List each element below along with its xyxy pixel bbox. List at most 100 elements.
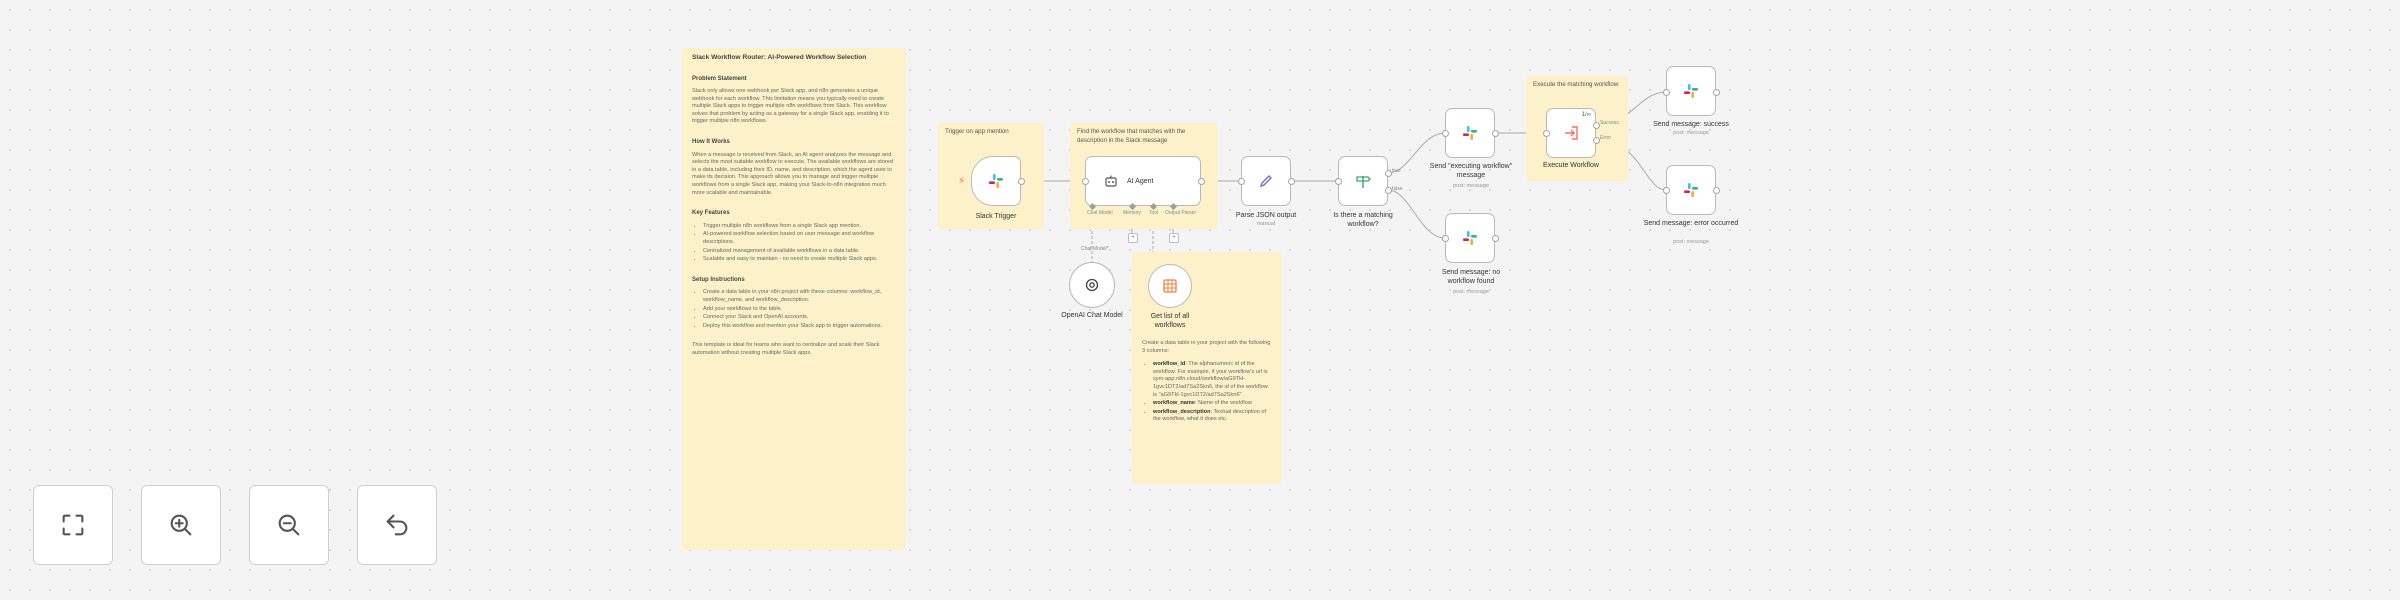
node-if-matching-workflow[interactable]	[1338, 156, 1388, 206]
sticky-note-text: Trigger on app mention	[945, 128, 1009, 135]
input-port[interactable]	[1442, 130, 1449, 137]
output-port[interactable]	[1492, 130, 1499, 137]
list-item: Scalable and easy to maintain - no need …	[703, 256, 896, 264]
port-label-chat-model-required: Chat Model*	[1081, 246, 1109, 252]
slack-logo-icon	[1463, 231, 1477, 245]
node-get-workflows-table[interactable]	[1148, 264, 1192, 308]
note-problem-text: Slack only allows one webhook per Slack …	[692, 88, 889, 125]
list-item: AI-powered workflow selection based on u…	[703, 231, 896, 246]
list-item: Connect your Slack and OpenAI accounts.	[703, 314, 896, 322]
node-subtitle: post: message	[1673, 239, 1709, 245]
list-item: Create a data table in your n8n project …	[703, 289, 896, 304]
port-label-output-parser: Output Parser	[1165, 210, 1197, 216]
zoom-in-button[interactable]	[141, 485, 221, 565]
input-port[interactable]	[1442, 235, 1449, 242]
undo-button[interactable]	[357, 485, 437, 565]
output-port[interactable]	[1198, 178, 1205, 185]
list-item: workflow_name: Name of the workflow	[1153, 400, 1272, 408]
node-label: AI Agent	[1127, 177, 1154, 185]
input-port[interactable]	[1238, 178, 1245, 185]
zoom-out-button[interactable]	[249, 485, 329, 565]
list-item: workflow_id: The alphanumeric id of the …	[1153, 361, 1272, 399]
note-how-text: When a message is received from Slack, a…	[692, 151, 894, 196]
slack-logo-icon	[1463, 126, 1477, 140]
output-port[interactable]	[1492, 235, 1499, 242]
node-subtitle: manual	[1256, 221, 1276, 227]
note-how-heading: How It Works	[692, 139, 730, 146]
port-label-true: true	[1392, 168, 1401, 174]
sticky-note-text: Find the workflow that matches with the …	[1077, 128, 1186, 144]
slack-logo-icon	[989, 174, 1003, 188]
table-grid-icon	[1163, 279, 1177, 293]
port-label-chat-model: Chat Model	[1087, 210, 1113, 216]
error-output-port[interactable]	[1593, 137, 1600, 144]
input-port[interactable]	[1335, 178, 1342, 185]
zoom-in-icon	[170, 514, 192, 536]
add-output-parser-button[interactable]: +	[1169, 233, 1179, 243]
execution-count-badge: 1/∞	[1581, 112, 1591, 118]
node-label: Get list of all workflows	[1150, 313, 1190, 329]
sign-in-arrow-icon	[1565, 126, 1578, 140]
slack-logo-icon	[1684, 183, 1698, 197]
add-memory-button[interactable]: +	[1128, 233, 1138, 243]
node-send-success-message[interactable]	[1666, 66, 1716, 116]
node-subtitle: post: message	[1673, 130, 1709, 136]
output-port[interactable]	[1018, 178, 1025, 185]
note-footer: This template is ideal for teams who wan…	[692, 342, 880, 356]
input-port[interactable]	[1663, 187, 1670, 194]
output-port[interactable]	[1713, 187, 1720, 194]
node-parse-json-output[interactable]	[1241, 156, 1291, 206]
list-item: workflow_description: Textual descriptio…	[1153, 409, 1272, 424]
node-label: Send message: error occurred	[1643, 220, 1739, 227]
undo-icon	[386, 514, 408, 536]
note-features-list: Trigger multiple n8n workflows from a si…	[692, 223, 896, 264]
node-label: Send message: no workflow found	[1441, 269, 1501, 285]
node-label: Is there a matching workflow?	[1333, 212, 1393, 228]
node-label: Execute Workflow	[1543, 162, 1599, 169]
port-label-false: false	[1392, 186, 1403, 192]
node-execute-workflow[interactable]: 1/∞	[1546, 108, 1596, 158]
node-label: Send "executing workflow" message	[1429, 163, 1513, 179]
port-label-tool: Tool	[1149, 210, 1159, 216]
note-problem-heading: Problem Statement	[692, 75, 747, 82]
port-label-success: Success	[1600, 120, 1619, 126]
node-slack-trigger[interactable]: ⚡	[958, 156, 1021, 206]
note-table-intro: Create a data table in your project with…	[1142, 340, 1271, 354]
sticky-note-main[interactable]: Slack Workflow Router: AI-Powered Workfl…	[682, 48, 906, 550]
output-port[interactable]	[1713, 89, 1720, 96]
list-item: Centralized management of available work…	[703, 248, 896, 256]
node-subtitle: post: message	[1453, 289, 1489, 295]
node-ai-agent[interactable]: AI Agent	[1085, 156, 1201, 206]
openai-logo-icon	[1085, 278, 1099, 292]
node-label: OpenAI Chat Model	[1061, 312, 1123, 319]
node-subtitle: post: message	[1453, 183, 1489, 189]
node-label: Send message: success	[1653, 121, 1729, 128]
node-send-executing-message[interactable]	[1445, 108, 1495, 158]
true-output-port[interactable]	[1385, 170, 1392, 177]
trigger-bolt-icon: ⚡	[958, 176, 966, 187]
list-item: Trigger multiple n8n workflows from a si…	[703, 223, 896, 231]
note-features-heading: Key Features	[692, 210, 730, 217]
input-port[interactable]	[1543, 130, 1550, 137]
slack-logo-icon	[1684, 84, 1698, 98]
signpost-icon	[1356, 176, 1371, 188]
note-setup-list: Create a data table in your n8n project …	[692, 289, 896, 330]
list-item: Add your workflows to the table.	[703, 306, 896, 314]
robot-icon	[1105, 175, 1117, 187]
output-port[interactable]	[1288, 178, 1295, 185]
node-label: Slack Trigger	[975, 213, 1017, 220]
input-port[interactable]	[1663, 89, 1670, 96]
note-setup-heading: Setup Instructions	[692, 276, 745, 283]
sticky-note-text: Execute the matching workflow	[1533, 81, 1619, 88]
node-openai-chat-model[interactable]	[1069, 262, 1115, 308]
fit-view-button[interactable]	[33, 485, 113, 565]
node-send-error-message[interactable]	[1666, 165, 1716, 215]
false-output-port[interactable]	[1385, 187, 1392, 194]
port-label-memory: Memory	[1123, 210, 1142, 216]
success-output-port[interactable]	[1593, 122, 1600, 129]
node-send-no-workflow-message[interactable]	[1445, 213, 1495, 263]
input-port[interactable]	[1082, 178, 1089, 185]
pencil-icon	[1259, 175, 1272, 188]
note-title: Slack Workflow Router: AI-Powered Workfl…	[692, 54, 867, 61]
